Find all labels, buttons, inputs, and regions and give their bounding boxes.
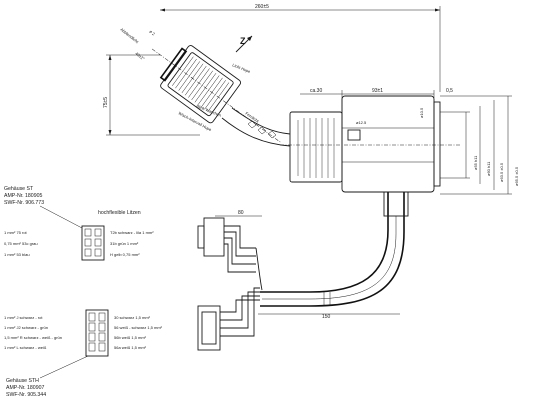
left-wires-sth: 1 mm² J schwarz - rot 1 mm² J2 schwarz -… [4,315,62,350]
svg-text:ø65.5 ±0.5: ø65.5 ±0.5 [514,166,519,186]
switch-housing [280,95,460,193]
svg-text:93±1: 93±1 [372,88,383,94]
svg-text:ca.30: ca.30 [310,88,322,94]
svg-text:SWF-Nr. 906.773: SWF-Nr. 906.773 [4,200,44,206]
connector-st-pinout [81,225,105,261]
svg-text:0,5: 0,5 [446,88,453,94]
svg-text:AMP-Nr. 180907: AMP-Nr. 180907 [6,385,44,391]
connector-st-drawing: 80 [197,210,263,291]
connector-sth-drawing: 150 [197,287,400,351]
note-litzen: hochflexible Litzen [98,210,141,216]
housing-sth-label: Gehäuse STH AMP-Nr. 180907 SWF-Nr. 905.3… [6,355,89,398]
svg-text:150: 150 [322,314,331,320]
svg-text:ø12.5: ø12.5 [356,120,367,125]
dim-height-75: 75±5 [103,54,200,136]
svg-text:1 mm² 75 rot: 1 mm² 75 rot [4,230,28,235]
housing-st-label: Gehäuse ST AMP-Nr. 180905 SWF-Nr. 906.77… [4,186,83,229]
svg-text:Z: Z [240,36,246,46]
svg-text:30 schwarz 1,5 mm²: 30 schwarz 1,5 mm² [114,315,151,320]
svg-text:Gehäuse ST: Gehäuse ST [4,186,34,192]
stalk-head [151,45,282,144]
svg-text:80: 80 [238,210,244,216]
svg-text:ø55 h11: ø55 h11 [473,155,478,170]
svg-text:ø 2: ø 2 [148,29,156,37]
svg-text:1 mm² J2 schwarz - grün: 1 mm² J2 schwarz - grün [4,325,48,330]
svg-text:ø10.5: ø10.5 [419,107,424,118]
left-wires-st: 1 mm² 75 rot 0,75 mm² 53c grau 1 mm² 53 … [4,230,38,257]
connector-sth-pinout [85,309,109,357]
cable-harness [260,191,409,307]
svg-text:AMP-Nr. 180905: AMP-Nr. 180905 [4,193,42,199]
svg-text:56a weiß 1,5 mm²: 56a weiß 1,5 mm² [114,345,147,350]
svg-text:Licht Hupe: Licht Hupe [232,62,252,74]
stalk-shaft [221,107,291,147]
svg-text:31b grün 1 mm²: 31b grün 1 mm² [110,241,139,246]
svg-text:1 mm² J schwarz - rot: 1 mm² J schwarz - rot [4,315,43,320]
svg-text:T2b schwarz - lila 1 mm²: T2b schwarz - lila 1 mm² [110,230,154,235]
dims-top-housing: ca.30 93±1 0,5 [300,88,453,112]
svg-text:SWF-Nr. 905.344: SWF-Nr. 905.344 [6,392,46,398]
dims-diameters: ø12.5 ø10.5 ø55 h11 ø60 h11 ø63.5 ±0.5 ø… [356,95,519,195]
svg-text:1 mm² L schwarz - weiß: 1 mm² L schwarz - weiß [4,345,47,350]
dim-overall-length: 260±5 [160,4,441,92]
svg-text:75±5: 75±5 [103,97,109,108]
svg-text:260±5: 260±5 [255,4,269,10]
svg-text:56b weiß 1,5 mm²: 56b weiß 1,5 mm² [114,335,147,340]
svg-text:ø63.5 ±0.5: ø63.5 ±0.5 [499,162,504,182]
svg-text:40±2°: 40±2° [134,51,146,62]
svg-text:1,5 mm² R schwarz - weiß -: 1,5 mm² R schwarz - weiß - grün [4,335,62,340]
right-wires-sth: 30 schwarz 1,5 mm² 56 weiß - schwarz 1,5… [114,315,163,350]
bellows [297,118,335,178]
svg-text:Gehäuse STH: Gehäuse STH [6,378,39,384]
axis-z-arrow: Z [235,35,253,53]
svg-text:H gelb 0,75 mm²: H gelb 0,75 mm² [110,252,140,257]
svg-text:0,75 mm² 53c grau: 0,75 mm² 53c grau [4,241,38,246]
right-wires-st: T2b schwarz - lila 1 mm² 31b grün 1 mm² … [110,230,154,257]
svg-text:ø60 h11: ø60 h11 [486,161,491,176]
svg-text:1 mm² 53 blau: 1 mm² 53 blau [4,252,30,257]
svg-text:Abblendlicht: Abblendlicht [119,27,140,45]
svg-text:56 weiß - schwarz 1,5 mm²: 56 weiß - schwarz 1,5 mm² [114,325,163,330]
